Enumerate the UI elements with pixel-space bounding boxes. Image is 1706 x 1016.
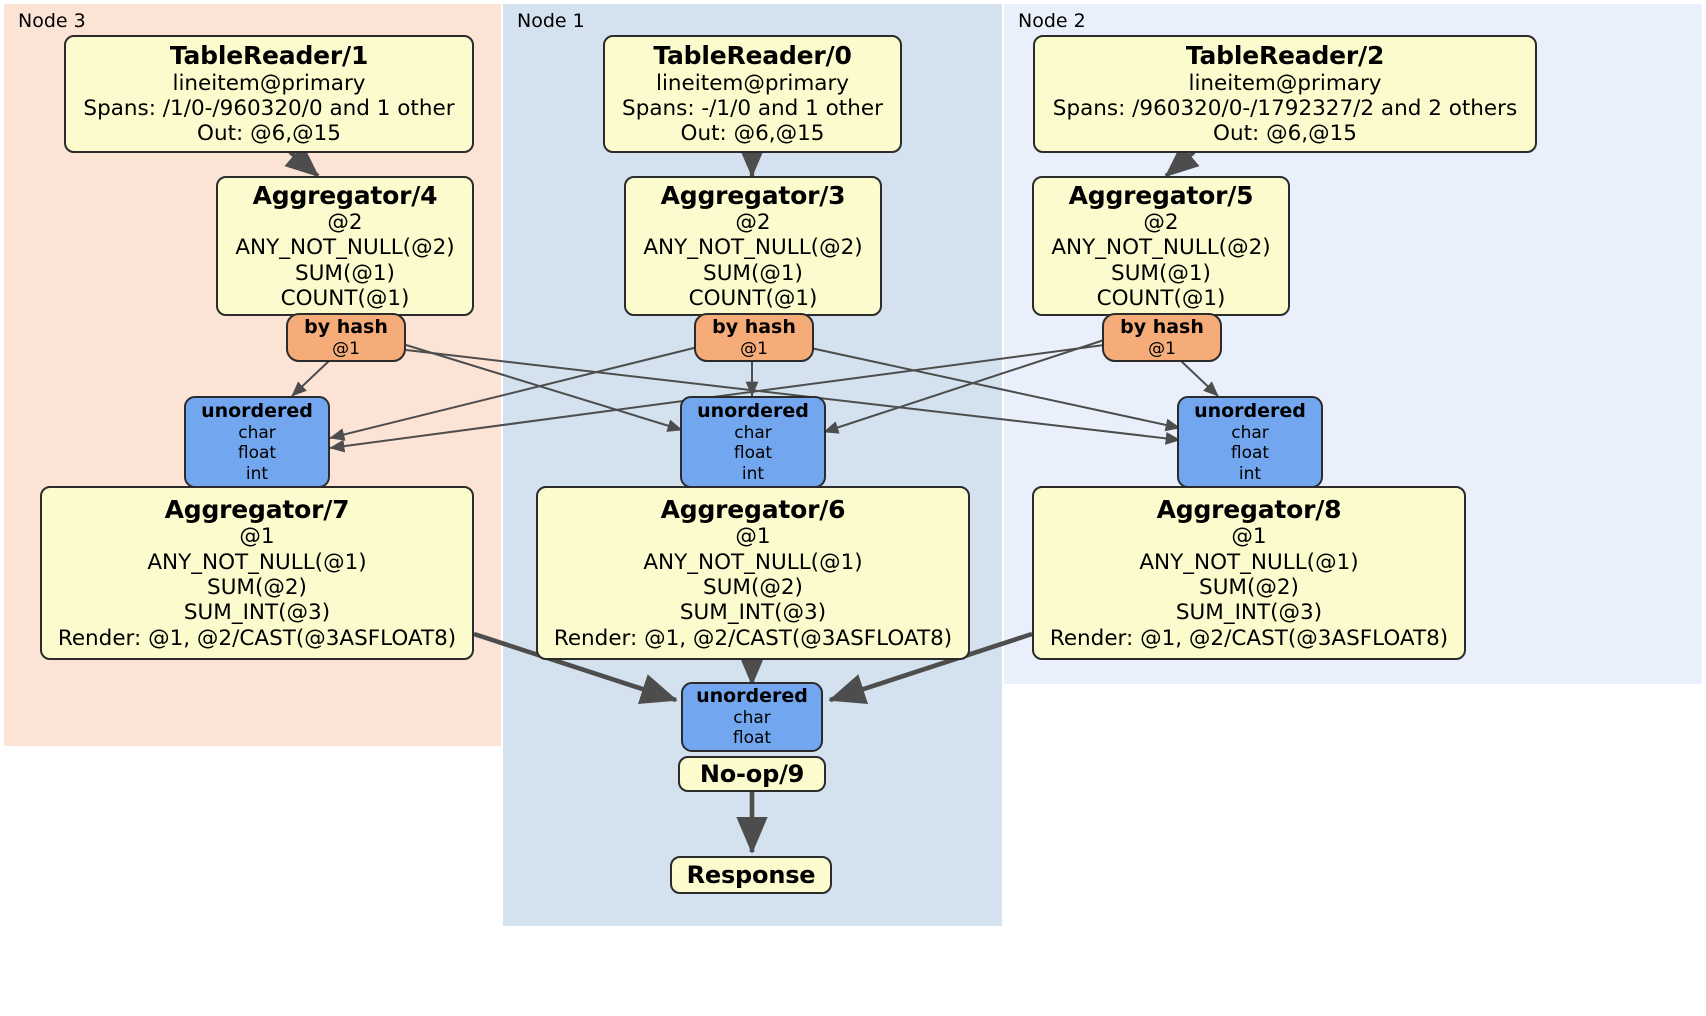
node-detail: SUM(@2): [703, 575, 803, 601]
sync-title: unordered: [696, 685, 808, 708]
sync-detail: char: [733, 708, 771, 728]
router-by-hash-left[interactable]: by hash @1: [286, 313, 406, 362]
sync-title: unordered: [201, 400, 313, 423]
node-title: Aggregator/7: [164, 494, 350, 524]
node-title: Response: [686, 860, 816, 889]
node-table-reader-1[interactable]: TableReader/1 lineitem@primary Spans: /1…: [64, 35, 474, 153]
node-detail: @1: [735, 524, 771, 550]
node-detail: Out: @6,@15: [1213, 121, 1357, 147]
router-detail: @1: [332, 338, 360, 359]
node-detail: SUM_INT(@3): [1175, 600, 1323, 626]
panel-node-2-label: Node 2: [1018, 10, 1086, 32]
node-detail: @1: [1231, 524, 1267, 550]
sync-detail: int: [1238, 463, 1262, 484]
node-title: Aggregator/5: [1068, 180, 1254, 210]
node-title: Aggregator/3: [660, 180, 846, 210]
router-detail: @1: [1148, 338, 1176, 359]
router-title: by hash: [1120, 315, 1204, 338]
node-table-reader-0[interactable]: TableReader/0 lineitem@primary Spans: -/…: [603, 35, 902, 153]
node-aggregator-7[interactable]: Aggregator/7 @1 ANY_NOT_NULL(@1) SUM(@2)…: [40, 486, 474, 660]
node-detail: ANY_NOT_NULL(@1): [147, 549, 367, 575]
node-detail: lineitem@primary: [1188, 70, 1382, 96]
node-detail: Render: @1, @2/CAST(@3ASFLOAT8): [57, 625, 457, 651]
node-detail: Out: @6,@15: [680, 121, 825, 147]
panel-node-3-label: Node 3: [18, 10, 86, 32]
node-title: No-op/9: [699, 759, 805, 788]
node-detail: COUNT(@1): [1096, 286, 1226, 312]
node-detail: ANY_NOT_NULL(@1): [1139, 549, 1359, 575]
node-detail: @1: [239, 524, 275, 550]
router-title: by hash: [712, 315, 796, 338]
node-detail: lineitem@primary: [172, 70, 366, 96]
sync-detail: float: [237, 443, 277, 464]
router-by-hash-right[interactable]: by hash @1: [1102, 313, 1222, 362]
node-title: Aggregator/4: [252, 180, 438, 210]
node-detail: Spans: /960320/0-/1792327/2 and 2 others: [1052, 96, 1518, 122]
node-detail: @2: [735, 210, 771, 236]
node-detail: ANY_NOT_NULL(@1): [643, 549, 863, 575]
node-detail: SUM(@1): [703, 260, 803, 286]
sync-detail: int: [741, 463, 765, 484]
sync-detail: int: [245, 463, 269, 484]
node-detail: Render: @1, @2/CAST(@3ASFLOAT8): [553, 625, 953, 651]
node-detail: Out: @6,@15: [197, 121, 341, 147]
node-response[interactable]: Response: [670, 856, 832, 894]
sync-unordered-final[interactable]: unordered char float: [681, 682, 823, 752]
node-detail: ANY_NOT_NULL(@2): [235, 235, 455, 261]
node-detail: SUM_INT(@3): [183, 600, 331, 626]
node-detail: @2: [1143, 210, 1179, 236]
sync-title: unordered: [697, 400, 809, 423]
router-by-hash-mid[interactable]: by hash @1: [694, 313, 814, 362]
node-detail: SUM(@1): [1111, 260, 1211, 286]
node-detail: ANY_NOT_NULL(@2): [1051, 235, 1271, 261]
sync-detail: char: [238, 422, 276, 443]
node-aggregator-6[interactable]: Aggregator/6 @1 ANY_NOT_NULL(@1) SUM(@2)…: [536, 486, 970, 660]
node-aggregator-8[interactable]: Aggregator/8 @1 ANY_NOT_NULL(@1) SUM(@2)…: [1032, 486, 1466, 660]
node-title: TableReader/2: [1185, 41, 1385, 71]
sync-detail: float: [733, 443, 773, 464]
node-detail: Render: @1, @2/CAST(@3ASFLOAT8): [1049, 625, 1449, 651]
router-detail: @1: [740, 338, 768, 359]
node-detail: SUM(@2): [1199, 575, 1299, 601]
node-detail: SUM_INT(@3): [679, 600, 827, 626]
node-detail: COUNT(@1): [280, 286, 410, 312]
node-detail: SUM(@2): [207, 575, 307, 601]
node-title: TableReader/0: [653, 41, 852, 71]
node-detail: @2: [327, 210, 363, 236]
sync-unordered-left[interactable]: unordered char float int: [184, 396, 330, 488]
sync-detail: char: [734, 422, 772, 443]
node-detail: Spans: /1/0-/960320/0 and 1 other: [83, 96, 455, 122]
node-title: Aggregator/6: [660, 494, 846, 524]
sync-detail: float: [732, 728, 772, 749]
sync-unordered-mid[interactable]: unordered char float int: [680, 396, 826, 488]
router-title: by hash: [304, 315, 388, 338]
node-title: Aggregator/8: [1156, 494, 1342, 524]
node-aggregator-4[interactable]: Aggregator/4 @2 ANY_NOT_NULL(@2) SUM(@1)…: [216, 176, 474, 316]
node-detail: ANY_NOT_NULL(@2): [643, 235, 863, 261]
node-noop-9[interactable]: No-op/9: [678, 756, 826, 792]
node-title: TableReader/1: [169, 41, 369, 71]
node-detail: lineitem@primary: [655, 70, 850, 96]
node-table-reader-2[interactable]: TableReader/2 lineitem@primary Spans: /9…: [1033, 35, 1537, 153]
node-aggregator-5[interactable]: Aggregator/5 @2 ANY_NOT_NULL(@2) SUM(@1)…: [1032, 176, 1290, 316]
node-detail: Spans: -/1/0 and 1 other: [622, 96, 883, 122]
sync-detail: char: [1231, 422, 1269, 443]
sync-title: unordered: [1194, 400, 1306, 423]
panel-node-1-label: Node 1: [517, 10, 585, 32]
node-detail: COUNT(@1): [688, 286, 818, 312]
sync-detail: float: [1230, 443, 1270, 464]
node-detail: SUM(@1): [295, 260, 395, 286]
sync-unordered-right[interactable]: unordered char float int: [1177, 396, 1323, 488]
node-aggregator-3[interactable]: Aggregator/3 @2 ANY_NOT_NULL(@2) SUM(@1)…: [624, 176, 882, 316]
